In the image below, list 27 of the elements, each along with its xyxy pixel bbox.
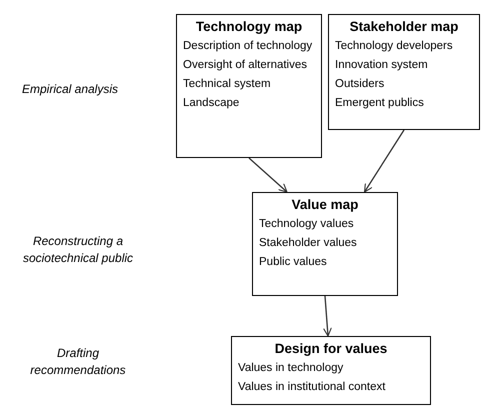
map-box — [328, 14, 480, 130]
map-box — [231, 336, 431, 405]
box-heading: Technology map — [194, 19, 304, 34]
map-box — [252, 192, 398, 296]
list-item: Emergent publics — [335, 96, 424, 111]
map-box — [176, 14, 322, 158]
list-item: Landscape — [183, 96, 240, 111]
stage-label: Reconstructing a sociotechnical public — [22, 233, 134, 267]
box-heading: Stakeholder map — [348, 19, 460, 34]
list-item: Values in technology — [238, 361, 344, 376]
arrow — [322, 296, 332, 337]
list-item: Technical system — [183, 77, 271, 92]
stage-label: Drafting recommendations — [29, 345, 127, 379]
list-item: Outsiders — [335, 77, 384, 92]
list-item: Technology developers — [335, 39, 453, 54]
list-item: Values in institutional context — [238, 380, 386, 395]
arrow — [248, 158, 288, 193]
list-item: Public values — [259, 255, 327, 270]
list-item: Oversight of alternatives — [183, 58, 308, 73]
list-item: Technology values — [259, 217, 354, 232]
box-heading: Design for values — [274, 341, 388, 356]
box-heading: Value map — [290, 197, 360, 212]
arrow — [364, 130, 405, 193]
list-item: Innovation system — [335, 58, 428, 73]
stage-label: Empirical analysis — [20, 81, 120, 98]
list-item: Description of technology — [183, 39, 312, 54]
list-item: Stakeholder values — [259, 236, 357, 251]
